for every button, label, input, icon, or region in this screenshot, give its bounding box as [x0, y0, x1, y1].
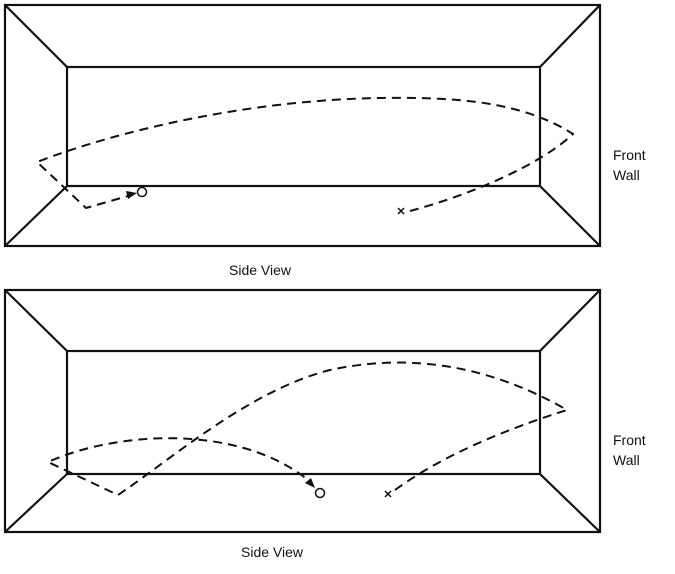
side-view-label: Side View — [229, 262, 292, 278]
edge-line — [539, 473, 601, 533]
edge-line — [539, 185, 601, 247]
front-wall-label: Front Wall — [613, 145, 646, 185]
front-wall-label-line: Front — [613, 432, 646, 448]
front-wall-label: Front Wall — [613, 430, 646, 470]
court-outer-frame — [3, 288, 602, 534]
edge-line — [4, 289, 68, 352]
end-point-circle-icon — [314, 487, 326, 499]
ball-trajectory — [45, 361, 570, 497]
back-wall — [65, 65, 542, 188]
edge-line — [4, 473, 68, 533]
end-point-circle-icon — [136, 186, 148, 198]
edge-line — [539, 289, 601, 352]
edge-line — [4, 185, 68, 247]
ball-trajectory — [35, 96, 575, 212]
back-wall — [65, 349, 542, 476]
edge-line — [539, 4, 601, 68]
court-outer-frame — [3, 3, 602, 248]
start-point-x-icon — [384, 490, 392, 498]
arrowhead-icon — [126, 191, 137, 199]
edge-line — [4, 4, 68, 68]
side-view-label: Side View — [241, 544, 304, 560]
front-wall-label-line: Wall — [613, 452, 640, 468]
court-bottom — [3, 288, 602, 534]
arrowhead-icon — [305, 478, 315, 488]
front-wall-label-line: Front — [613, 147, 646, 163]
court-top — [3, 3, 602, 248]
start-point-x-icon — [397, 207, 405, 215]
front-wall-label-line: Wall — [613, 167, 640, 183]
